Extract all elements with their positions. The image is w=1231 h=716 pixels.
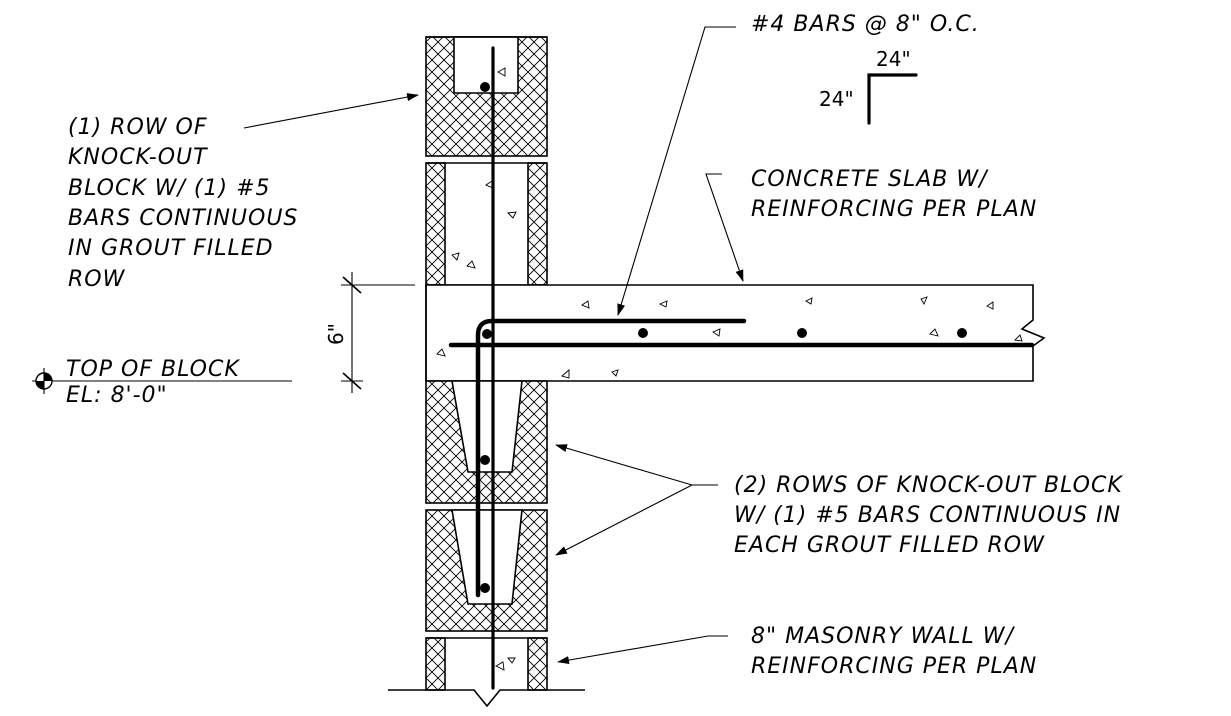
note-top-of-block: TOP OF BLOCK EL: 8'-0" — [66, 357, 240, 408]
svg-text:ROW: ROW — [68, 267, 126, 292]
svg-text:IN GROUT FILLED: IN GROUT FILLED — [68, 236, 274, 261]
note-top-bars: #4 BARS @ 8" O.C. 24" 24" — [751, 12, 980, 111]
svg-text:EL: 8'-0": EL: 8'-0" — [66, 383, 168, 408]
lower-knockout-block-1 — [425, 380, 548, 504]
svg-text:EACH GROUT FILLED ROW: EACH GROUT FILLED ROW — [734, 533, 1045, 558]
svg-text:#4 BARS @ 8" O.C.: #4 BARS @ 8" O.C. — [751, 12, 980, 37]
leader-lines — [243, 26, 744, 665]
bar-bend-diagram — [867, 73, 918, 125]
bend-leg-horizontal-label: 24" — [876, 47, 911, 71]
svg-text:BARS CONTINUOUS: BARS CONTINUOUS — [68, 206, 298, 231]
slab-thickness-dimension — [341, 272, 415, 393]
bend-leg-vertical-label: 24" — [819, 87, 854, 111]
svg-text:CONCRETE SLAB W/: CONCRETE SLAB W/ — [751, 167, 989, 192]
note-top-knockout: (1) ROW OF KNOCK-OUT BLOCK W/ (1) #5 BAR… — [68, 115, 298, 292]
svg-text:REINFORCING PER PLAN: REINFORCING PER PLAN — [751, 654, 1037, 679]
svg-text:(2) ROWS OF KNOCK-OUT BLOCK: (2) ROWS OF KNOCK-OUT BLOCK — [734, 473, 1123, 498]
svg-text:W/ (1) #5 BARS CONTINUOUS IN: W/ (1) #5 BARS CONTINUOUS IN — [734, 503, 1121, 528]
svg-text:TOP OF BLOCK: TOP OF BLOCK — [66, 357, 240, 382]
concrete-aggregate-texture — [436, 67, 1023, 671]
slab-thickness-label: 6" — [324, 323, 348, 345]
svg-text:KNOCK-OUT: KNOCK-OUT — [68, 145, 208, 170]
top-knockout-block — [425, 36, 548, 157]
note-masonry-wall: 8" MASONRY WALL W/ REINFORCING PER PLAN — [751, 624, 1037, 679]
svg-text:(1) ROW OF: (1) ROW OF — [68, 115, 207, 140]
top-of-block-elevation-marker — [32, 368, 292, 394]
hollow-block-upper — [425, 162, 548, 286]
concrete-slab — [425, 284, 1046, 382]
top-bent-bar — [475, 318, 747, 598]
svg-text:8" MASONRY WALL W/: 8" MASONRY WALL W/ — [751, 624, 1016, 649]
note-lower-knockout: (2) ROWS OF KNOCK-OUT BLOCK W/ (1) #5 BA… — [734, 473, 1123, 558]
note-concrete-slab: CONCRETE SLAB W/ REINFORCING PER PLAN — [751, 167, 1037, 222]
hollow-block-lower — [388, 637, 585, 708]
lower-knockout-block-2 — [425, 509, 548, 632]
svg-text:REINFORCING PER PLAN: REINFORCING PER PLAN — [751, 197, 1037, 222]
continuous-bar-dots — [480, 82, 967, 593]
svg-text:BLOCK W/ (1) #5: BLOCK W/ (1) #5 — [68, 176, 271, 201]
